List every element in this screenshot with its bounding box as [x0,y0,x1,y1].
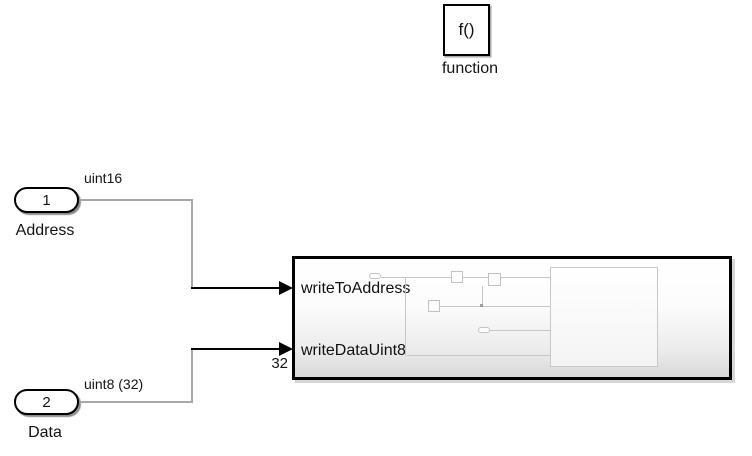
inport-block-2[interactable]: 2 [14,389,79,415]
function-glyph: f() [458,20,475,39]
signal-line-1-segment-v[interactable] [191,199,193,289]
signal-line-1-segment-h2[interactable] [191,287,279,289]
signal-arrowhead-1-icon [279,281,293,295]
subsystem-preview-inport-shape [478,327,490,333]
subsystem-inport-label-2: writeDataUint8 [301,342,406,359]
subsystem-preview-line [490,330,550,331]
subsystem-preview-block [488,273,501,286]
inport-2-number: 2 [42,393,51,411]
subsystem-preview-inport-shape [369,273,381,279]
signal-label-uint8[interactable]: uint8 (32) [84,376,144,392]
signal-line-2-segment-h2[interactable] [191,348,279,350]
inport-1-name[interactable]: Address [15,222,75,239]
signal-line-2-segment-v[interactable] [191,349,193,403]
subsystem-preview-line [381,277,550,278]
subsystem-preview-block [451,271,463,283]
signal-width-annotation: 32 [271,355,288,372]
signal-line-2-segment-h1[interactable] [80,401,193,403]
inport-block-1[interactable]: 1 [14,187,79,213]
subsystem-preview-block [428,300,440,312]
subsystem-preview-line [482,286,483,306]
subsystem-preview-line [405,277,406,356]
subsystem-preview-line [440,306,550,307]
subsystem-inport-label-1: writeToAddress [301,280,411,297]
subsystem-preview-junction-dot [480,304,483,307]
inport-1-number: 1 [42,191,51,209]
subsystem-preview-line [407,355,550,356]
function-caller-block[interactable]: f() [443,4,490,56]
function-block-name[interactable]: function [441,60,499,77]
signal-label-uint16[interactable]: uint16 [84,170,123,186]
subsystem-preview-chart-block [550,267,658,367]
subsystem-block[interactable]: writeToAddress writeDataUint8 [292,256,732,380]
signal-line-1-segment-h1[interactable] [80,199,193,201]
inport-2-name[interactable]: Data [28,424,62,441]
signal-arrowhead-2-icon [279,342,293,356]
